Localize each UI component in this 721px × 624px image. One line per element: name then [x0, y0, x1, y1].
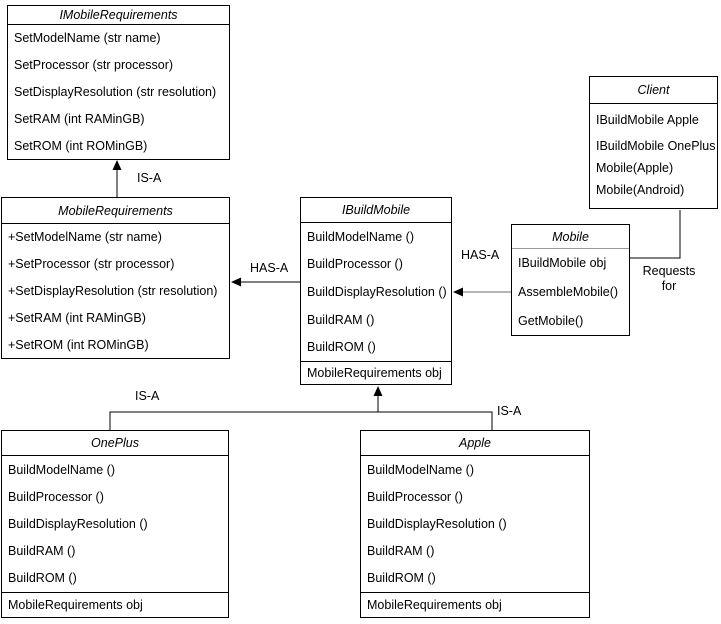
class-member: BuildDisplayResolution () [8, 516, 148, 531]
class-title: IBuildMobile [301, 198, 451, 223]
class-member: SetRAM (int RAMinGB) [14, 111, 145, 126]
class-members: BuildModelName () BuildProcessor () Buil… [2, 456, 228, 592]
class-member: BuildDisplayResolution () [307, 284, 447, 299]
class-title: IMobileRequirements [8, 6, 229, 25]
class-box-client: Client IBuildMobile Apple IBuildMobile O… [589, 76, 718, 209]
class-member: BuildRAM () [307, 312, 375, 327]
relationship-label-is-a: IS-A [137, 171, 162, 185]
isa-arrowhead-ibuildmobile [373, 386, 383, 396]
class-members: +SetModelName (str name) +SetProcessor (… [2, 224, 229, 358]
class-member: SetROM (int ROMinGB) [14, 138, 148, 153]
class-box-mobile: Mobile IBuildMobile obj AssembleMobile()… [511, 224, 630, 336]
class-box-oneplus: OnePlus BuildModelName () BuildProcessor… [1, 430, 229, 618]
class-member: GetMobile() [518, 313, 584, 328]
isa-arrowhead-mobilerequirements [112, 160, 122, 170]
requests-for-line1: Requests [642, 264, 696, 278]
class-members: IBuildMobile Apple IBuildMobile OnePlus … [590, 104, 717, 208]
hasa-arrowhead-mobile-ibuildmobile [453, 287, 463, 297]
isa-branch-oneplus-apple [109, 411, 493, 430]
relationship-label-is-a: IS-A [135, 389, 160, 403]
class-member: IBuildMobile Apple [596, 113, 699, 127]
class-member: BuildDisplayResolution () [367, 516, 507, 531]
class-members: BuildModelName () BuildProcessor () Buil… [361, 456, 589, 592]
class-member: +SetProcessor (str processor) [8, 257, 175, 272]
class-member: BuildModelName () [8, 462, 115, 477]
class-member: IBuildMobile OnePlus [596, 139, 716, 153]
class-member: AssembleMobile() [518, 284, 619, 299]
class-box-ibuildmobile: IBuildMobile BuildModelName () BuildProc… [300, 197, 452, 385]
class-field: MobileRequirements obj [301, 361, 451, 384]
class-members: IBuildMobile obj AssembleMobile() GetMob… [512, 249, 629, 335]
class-title: Client [590, 77, 717, 104]
class-member: +SetModelName (str name) [8, 230, 162, 245]
class-field: MobileRequirements obj [2, 592, 228, 617]
class-member: BuildRAM () [367, 544, 435, 559]
class-box-apple: Apple BuildModelName () BuildProcessor (… [360, 430, 590, 618]
class-member: BuildProcessor () [8, 489, 104, 504]
class-member: SetProcessor (str processor) [14, 58, 174, 73]
class-box-mobilerequirements: MobileRequirements +SetModelName (str na… [1, 197, 230, 359]
class-title: Apple [361, 431, 589, 456]
class-member: +SetRAM (int RAMinGB) [8, 310, 146, 325]
class-member: BuildModelName () [307, 229, 414, 244]
class-members: SetModelName (str name) SetProcessor (st… [8, 25, 229, 159]
class-member: BuildModelName () [367, 462, 474, 477]
class-title: OnePlus [2, 431, 228, 456]
class-members: BuildModelName () BuildProcessor () Buil… [301, 223, 451, 361]
class-box-imobilerequirements: IMobileRequirements SetModelName (str na… [7, 5, 230, 160]
class-member: BuildRAM () [8, 544, 76, 559]
relationship-label-has-a: HAS-A [461, 248, 500, 262]
requests-for-line2: for [661, 279, 677, 293]
class-member: Mobile(Android) [596, 183, 685, 197]
class-member: BuildProcessor () [307, 257, 403, 272]
class-member: IBuildMobile obj [518, 256, 607, 271]
relationship-label-requests-for: Requests for [640, 264, 698, 294]
class-member: BuildProcessor () [367, 489, 463, 504]
class-title: Mobile [512, 225, 629, 249]
class-title: MobileRequirements [2, 198, 229, 224]
class-member: Mobile(Apple) [596, 161, 674, 175]
class-member: BuildROM () [307, 340, 376, 355]
class-field: MobileRequirements obj [361, 592, 589, 617]
class-member: SetDisplayResolution (str resolution) [14, 84, 217, 99]
relationship-label-has-a: HAS-A [250, 261, 289, 275]
client-mobile-connector [630, 210, 681, 259]
class-member: BuildROM () [367, 571, 436, 586]
class-member: +SetDisplayResolution (str resolution) [8, 283, 218, 298]
class-member: +SetROM (int ROMinGB) [8, 337, 149, 352]
class-member: BuildROM () [8, 571, 77, 586]
class-member: SetModelName (str name) [14, 31, 161, 46]
relationship-label-is-a: IS-A [497, 404, 522, 418]
hasa-arrowhead-ibuildmobile-mobilerequirements [231, 277, 241, 287]
